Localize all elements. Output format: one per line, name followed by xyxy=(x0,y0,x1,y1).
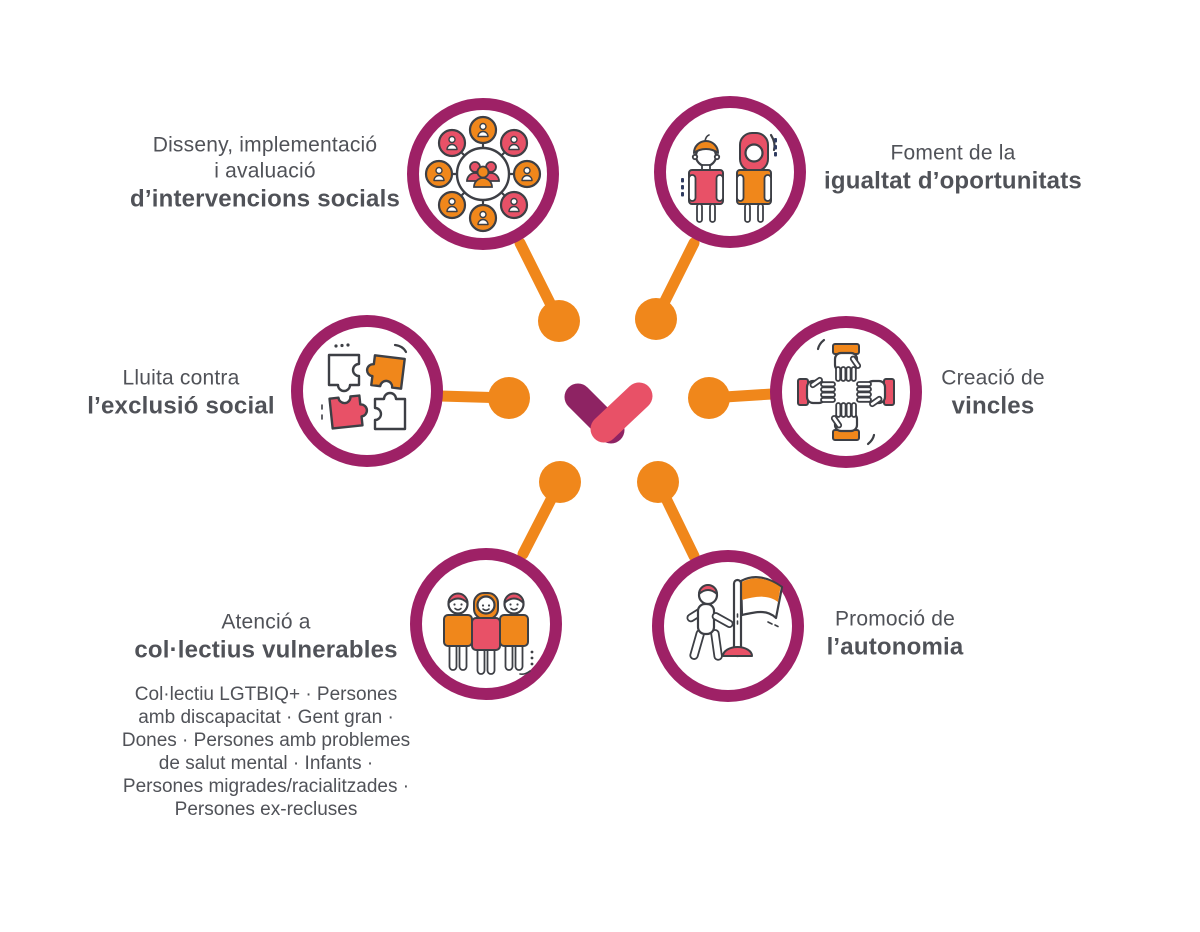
node-circle-autonomia xyxy=(652,550,804,702)
subtext-line: de salut mental · Infants · xyxy=(158,753,374,774)
man-woman-icon xyxy=(681,132,777,223)
label-igualtat: Foment de la igualtat d’oportunitats xyxy=(824,141,1082,196)
node-ring xyxy=(770,316,922,468)
label-line: Promoció de xyxy=(834,607,956,631)
label-line: i avaluació xyxy=(214,159,316,183)
label-line: Disseny, implementació xyxy=(152,133,378,157)
heart-check-logo xyxy=(564,382,653,444)
label-line: Atenció a xyxy=(221,610,311,634)
logo-right-stroke xyxy=(590,382,653,443)
node-circle-intervencions xyxy=(407,98,559,250)
subtext-line: Persones ex-recluses xyxy=(174,799,358,820)
node-ring xyxy=(654,96,806,248)
connector-dot xyxy=(635,298,677,340)
connector-dot xyxy=(488,377,530,419)
label-line-bold: l’exclusió social xyxy=(87,392,275,420)
connector-lines xyxy=(434,237,778,562)
label-autonomia: Promoció de l’autonomia xyxy=(827,607,964,662)
three-people-icon xyxy=(443,592,534,675)
node-circle-exclusio xyxy=(291,315,443,467)
node-circle-vincles xyxy=(770,316,922,468)
connector-dot xyxy=(538,300,580,342)
subtext-line: amb discapacitat · Gent gran · xyxy=(138,707,394,728)
flag-person-icon xyxy=(686,576,784,661)
subtext-line: Col·lectiu LGTBIQ+ · Persones xyxy=(134,684,398,705)
subtext-line: Dones · Persones amb problemes xyxy=(121,730,411,751)
subtext-line: Persones migrades/racialitzades · xyxy=(122,776,410,797)
label-vulnerables-subtext: Col·lectiu LGTBIQ+ · Persones amb discap… xyxy=(122,683,410,821)
label-line-bold: d’intervencions socials xyxy=(129,185,401,213)
label-line-bold: l’autonomia xyxy=(826,633,964,661)
puzzle-icon xyxy=(321,343,408,431)
label-line-bold: igualtat d’oportunitats xyxy=(824,167,1082,195)
label-vincles: Creació de vincles xyxy=(941,366,1045,421)
label-line-bold: col·lectius vulnerables xyxy=(134,636,398,664)
label-line-bold: vincles xyxy=(951,392,1035,420)
node-circle-igualtat xyxy=(654,96,806,248)
connector-dot xyxy=(688,377,730,419)
connector-dot xyxy=(539,461,581,503)
node-ring xyxy=(291,315,443,467)
label-intervencions: Disseny, implementació i avaluació d’int… xyxy=(130,133,400,214)
label-line: Lluita contra xyxy=(122,366,240,390)
label-line: Foment de la xyxy=(890,141,1016,165)
four-hands-icon xyxy=(797,338,895,446)
connector-dot xyxy=(637,461,679,503)
network-icon xyxy=(424,115,542,233)
label-vulnerables: Atenció a col·lectius vulnerables xyxy=(134,610,397,665)
label-line: Creació de xyxy=(941,366,1045,390)
label-exclusio: Lluita contra l’exclusió social xyxy=(87,366,275,421)
node-circle-vulnerables xyxy=(410,548,562,700)
